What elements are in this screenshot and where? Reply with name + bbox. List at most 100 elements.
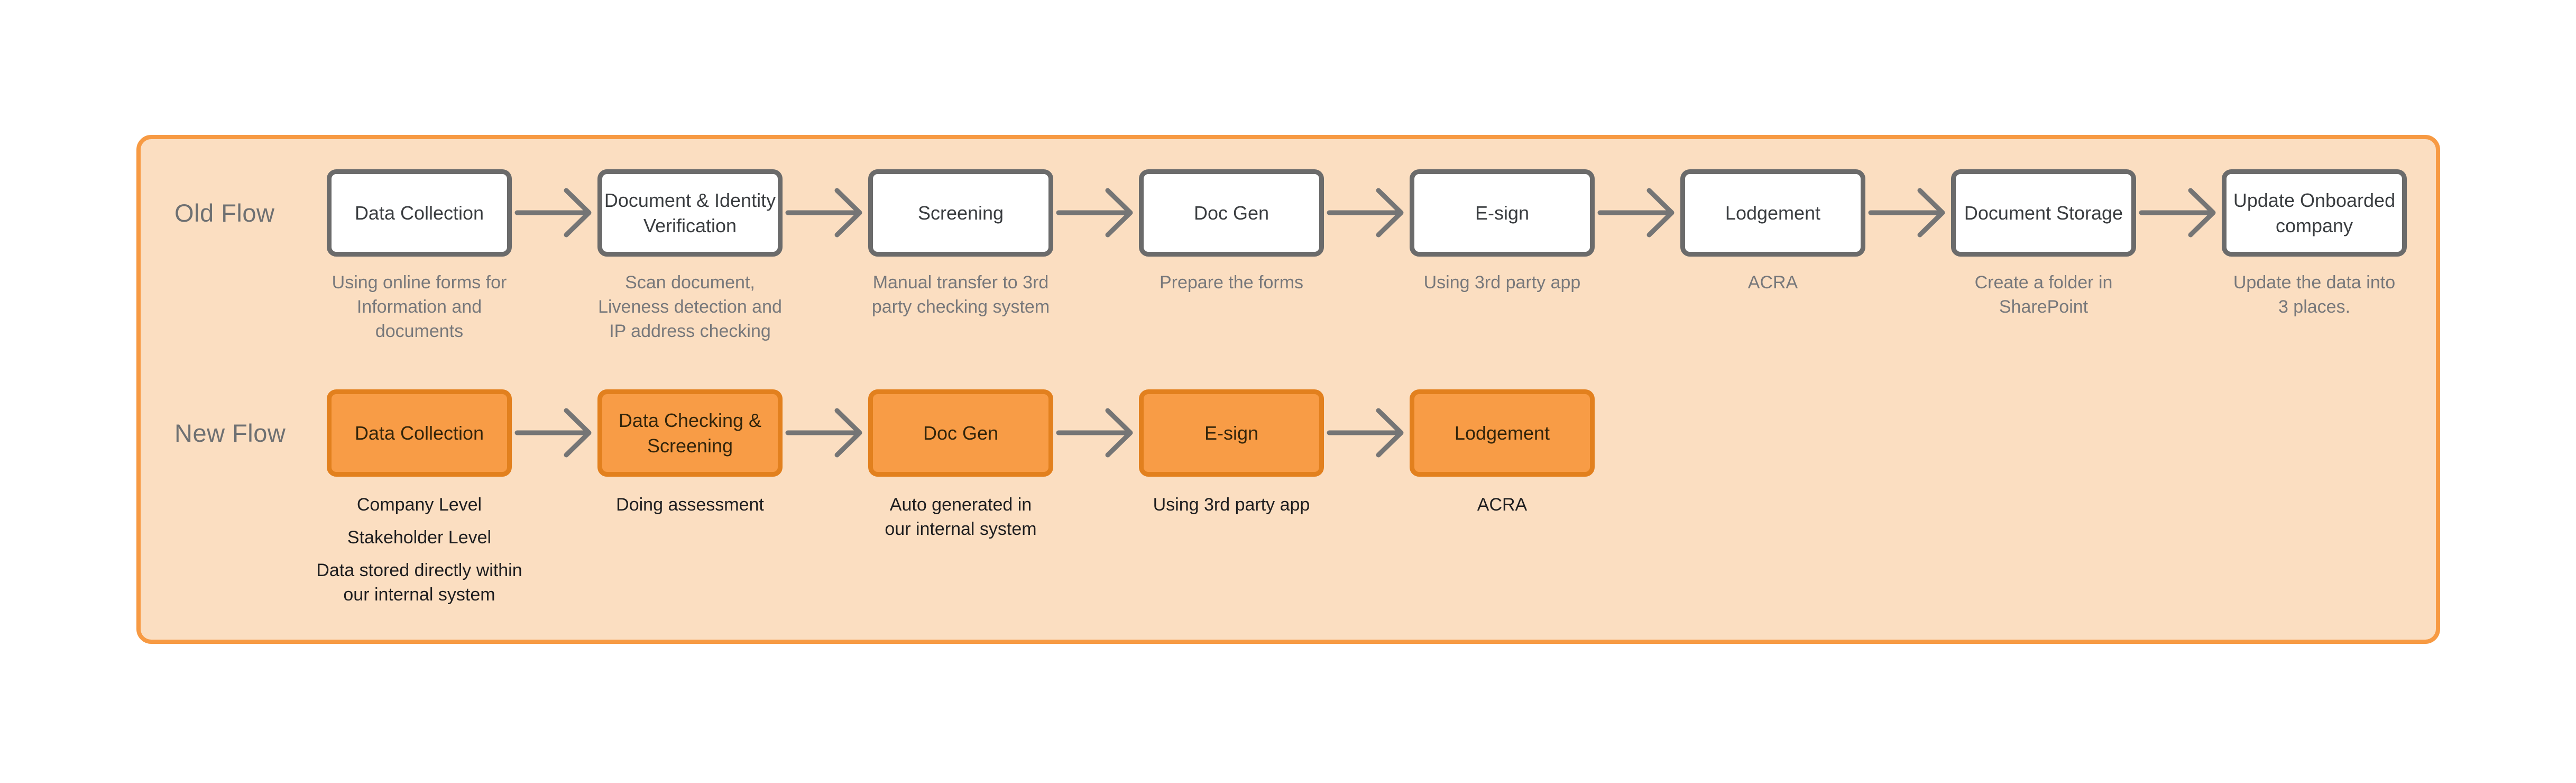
flow-arrow-icon (1053, 389, 1139, 477)
flow-step-caption-line: SharePoint (1999, 297, 2089, 317)
old-flow-step-caption: Using 3rd party app (1378, 270, 1626, 295)
flow-step-caption-paragraph: Create a folder in SharePoint (1919, 270, 2168, 319)
flow-step-title: Update Onboarded (2233, 189, 2396, 211)
flow-step-title: Doc Gen (923, 422, 999, 444)
flow-step-title: Screening (917, 202, 1004, 224)
flow-step-caption-line: ACRA (1477, 495, 1528, 515)
flow-arrow-icon (2136, 169, 2222, 257)
flow-step-caption-paragraph: ACRA (1378, 493, 1626, 517)
old-flow-step-box: Doc Gen (1139, 169, 1324, 257)
flow-step-title: Screening (647, 434, 733, 457)
flow-arrow-icon (512, 169, 597, 257)
flow-step-title: Data Collection (354, 202, 484, 224)
old-flow-step-box: Screening (868, 169, 1053, 257)
flow-step-caption-paragraph: Using 3rd party app (1107, 493, 1356, 517)
old-flow-step-box: E-sign (1410, 169, 1595, 257)
new-flow-step-box: Data Checking & Screening (597, 389, 783, 477)
flow-arrow-icon (512, 389, 597, 477)
flow-step-title: Lodgement (1454, 422, 1550, 444)
flow-arrow-icon (1324, 389, 1410, 477)
old-flow-step-caption: Prepare the forms (1107, 270, 1356, 295)
old-flow-label: Old Flow (174, 199, 275, 227)
new-flow-step-caption: Doing assessment (566, 493, 814, 517)
flow-step-caption-paragraph: Scan document, Liveness detection and IP a… (566, 270, 814, 343)
flow-step-caption-line: Company Level (356, 495, 482, 515)
flow-step-caption-paragraph: ACRA (1649, 270, 1897, 295)
flow-step-caption-line: Liveness detection and (598, 297, 782, 317)
flow-arrow-icon (1053, 169, 1139, 257)
flow-step-caption-line: Update the data into (2233, 272, 2396, 293)
old-flow-step-caption: Update the data into 3 places. (2190, 270, 2439, 319)
old-flow-step-caption: Scan document, Liveness detection and IP a… (566, 270, 814, 343)
flow-step-caption-paragraph: Update the data into 3 places. (2190, 270, 2439, 319)
flow-step-caption-line: our internal system (343, 585, 495, 605)
flow-step-title: E-sign (1204, 422, 1259, 444)
flow-step-caption-line: party checking system (871, 297, 1050, 317)
flow-arrow-icon (1595, 169, 1680, 257)
old-flow-step-box: Document Storage (1951, 169, 2136, 257)
flow-step-caption-paragraph: Using 3rd party app (1378, 270, 1626, 295)
flow-step-caption-line: IP address checking (609, 321, 771, 341)
new-flow-step-box: Data Collection (327, 389, 512, 477)
old-flow-step-box: Lodgement (1680, 169, 1865, 257)
flow-step-caption-line: Manual transfer to 3rd (872, 272, 1049, 293)
flow-step-caption-line: Using 3rd party app (1153, 495, 1310, 515)
flow-step-caption-line: Scan document, (625, 272, 755, 293)
flow-step-caption-line: Stakeholder Level (347, 527, 492, 548)
new-flow-step-box: Doc Gen (868, 389, 1053, 477)
flow-step-caption-line: documents (375, 321, 464, 341)
flow-step-caption-paragraph: Data stored directly within our internal … (295, 558, 544, 607)
flow-step-title: Verification (643, 214, 737, 236)
new-flow-step-caption: Using 3rd party app (1107, 493, 1356, 517)
new-flow-step-caption: ACRA (1378, 493, 1626, 517)
flow-step-caption-line: Create a folder in (1974, 272, 2113, 293)
flow-step-caption-line: Using 3rd party app (1423, 272, 1581, 293)
flow-step-caption-paragraph: Company Level (295, 493, 544, 517)
flow-step-title: Lodgement (1725, 202, 1821, 224)
flow-step-caption-line: Using online forms for (332, 272, 507, 293)
old-flow-step-box: Data Collection (327, 169, 512, 257)
flow-step-title: Data Checking & (618, 409, 762, 431)
flow-step-title: Data Collection (354, 422, 484, 444)
old-flow-step-caption: ACRA (1649, 270, 1897, 295)
flow-step-caption-line: Data stored directly within (316, 560, 522, 580)
flow-step-caption-line: Auto generated in (889, 495, 1032, 515)
old-flow-step-box: Update Onboarded company (2222, 169, 2407, 257)
flow-step-title: company (2275, 214, 2353, 236)
flow-step-caption-paragraph: Doing assessment (566, 493, 814, 517)
flow-step-caption-line: Doing assessment (616, 495, 764, 515)
flow-step-caption-line: 3 places. (2278, 297, 2351, 317)
old-flow-step-caption: Manual transfer to 3rd party checking sys… (836, 270, 1085, 319)
flow-arrow-icon (1865, 169, 1951, 257)
flow-step-caption-paragraph: Manual transfer to 3rd party checking sys… (836, 270, 1085, 319)
flow-step-title: Document & Identity (604, 189, 776, 211)
flow-step-caption-line: ACRA (1747, 272, 1798, 293)
flow-step-caption-paragraph: Prepare the forms (1107, 270, 1356, 295)
flow-step-caption-line: Information and (356, 297, 482, 317)
old-flow-step-caption: Create a folder in SharePoint (1919, 270, 2168, 319)
